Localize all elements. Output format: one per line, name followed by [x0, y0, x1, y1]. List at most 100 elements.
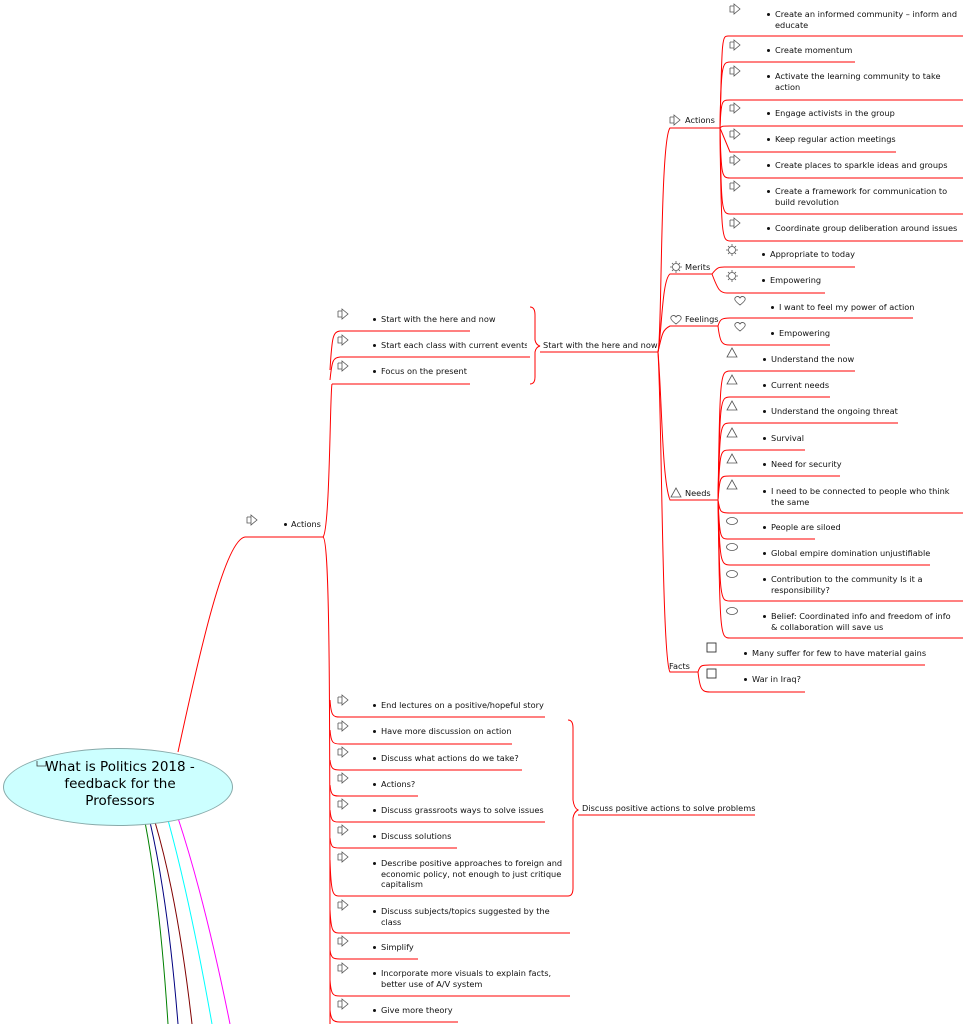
node-needs-6[interactable]: I need to be connected to people who thi…	[771, 486, 950, 507]
node-feelings-2[interactable]: Empowering	[779, 328, 831, 338]
node-other-3[interactable]: Incorporate more visuals to explain fact…	[381, 968, 552, 989]
node-actions-4[interactable]: Engage activists in the group	[775, 108, 895, 118]
node-actions-8[interactable]: Coordinate group deliberation around iss…	[775, 223, 958, 233]
node-here-now-1[interactable]: Start with the here and now	[381, 314, 496, 324]
node-positive-6[interactable]: Discuss solutions	[381, 831, 452, 841]
arrow-icon	[729, 128, 741, 140]
node-needs-10[interactable]: Belief: Coordinated info and freedom of …	[771, 611, 951, 632]
node-positive-5[interactable]: Discuss grassroots ways to solve issues	[381, 805, 544, 815]
bullet	[767, 164, 771, 168]
node-other-1[interactable]: Discuss subjects/topics suggested by the…	[381, 906, 550, 927]
node-needs-9[interactable]: Contribution to the community Is it a re…	[771, 574, 923, 595]
node-needs-3[interactable]: Understand the ongoing threat	[771, 406, 898, 416]
arrow-icon	[337, 360, 349, 372]
bullet	[373, 835, 377, 839]
triangle-icon	[670, 487, 682, 498]
node-actions-1[interactable]: Create an informed community – inform an…	[775, 9, 958, 30]
node-facts-1[interactable]: Many suffer for few to have material gai…	[752, 648, 927, 658]
arrow-icon	[729, 65, 741, 77]
arrow-icon	[337, 899, 349, 911]
arrow-icon	[337, 334, 349, 346]
triangle-icon	[726, 479, 738, 490]
arrow-icon	[337, 720, 349, 732]
arrow-icon	[729, 39, 741, 51]
sun-icon	[670, 261, 682, 273]
node-actions-7[interactable]: Create a framework for communication to …	[775, 186, 948, 207]
bullet	[373, 783, 377, 787]
checkbox-icons	[706, 642, 717, 679]
bullet	[762, 253, 766, 257]
node-other-2[interactable]: Simplify	[381, 942, 414, 952]
bullet	[767, 49, 771, 53]
arrow-icon	[729, 154, 741, 166]
node-facts-2[interactable]: War in Iraq?	[752, 674, 801, 684]
ellipse-icons	[726, 517, 738, 615]
arrow-icon	[669, 114, 681, 126]
node-actions-3[interactable]: Activate the learning community to take …	[775, 71, 941, 92]
arrow-icon	[729, 180, 741, 192]
arrow-icon	[729, 3, 741, 15]
bullet	[284, 523, 288, 527]
node-merits-1[interactable]: Appropriate to today	[770, 249, 855, 259]
node-actions-6[interactable]: Create places to sparkle ideas and group…	[775, 160, 948, 170]
feelings-label[interactable]: Feelings	[685, 314, 719, 324]
ellipse-icon	[726, 517, 738, 525]
node-positive-3[interactable]: Discuss what actions do we take?	[381, 753, 519, 763]
actions-label[interactable]: Actions	[685, 115, 715, 125]
bullet	[373, 318, 377, 322]
node-here-now-3[interactable]: Focus on the present	[381, 366, 467, 376]
ellipse-icon	[726, 570, 738, 578]
sun-icon	[726, 244, 738, 256]
bullet	[767, 190, 771, 194]
here-now-label[interactable]: Start with the here and now	[543, 340, 658, 350]
bullet	[373, 370, 377, 374]
checkbox-icon	[706, 668, 717, 679]
node-feelings-1[interactable]: I want to feel my power of action	[779, 302, 915, 312]
bullet	[763, 437, 767, 441]
node-here-now-2[interactable]: Start each class with current events	[381, 340, 527, 350]
needs-label[interactable]: Needs	[685, 488, 711, 498]
node-merits-2[interactable]: Empowering	[770, 275, 822, 285]
bullet	[744, 678, 748, 682]
checkbox-icon	[706, 642, 717, 653]
triangle-icon	[726, 400, 738, 411]
node-actions-5[interactable]: Keep regular action meetings	[775, 134, 896, 144]
positive-label[interactable]: Discuss positive actions to solve proble…	[582, 803, 756, 813]
node-positive-7[interactable]: Describe positive approaches to foreign …	[381, 858, 563, 889]
arrow-icon	[337, 935, 349, 947]
node-needs-2[interactable]: Current needs	[771, 380, 830, 390]
bullet	[763, 526, 767, 530]
merits-label[interactable]: Merits	[685, 262, 711, 272]
main-actions-label[interactable]: Actions	[291, 519, 321, 529]
bullet	[763, 463, 767, 467]
root-branch-magenta	[177, 817, 231, 1024]
arrow-icon	[246, 514, 258, 526]
bullet	[373, 809, 377, 813]
bullet	[767, 112, 771, 116]
node-needs-8[interactable]: Global empire domination unjustifiable	[771, 548, 931, 558]
root-branch-green	[144, 821, 169, 1024]
node-needs-7[interactable]: People are siloed	[771, 522, 841, 532]
node-needs-1[interactable]: Understand the now	[771, 354, 855, 364]
arrow-icon	[337, 798, 349, 810]
arrow-icon	[337, 694, 349, 706]
node-positive-4[interactable]: Actions?	[381, 779, 416, 789]
bullet	[763, 490, 767, 494]
heart-icons	[670, 296, 746, 332]
arrow-icon	[337, 746, 349, 758]
node-positive-2[interactable]: Have more discussion on action	[381, 726, 512, 736]
heart-icon	[670, 315, 682, 325]
arrow-icon	[337, 824, 349, 836]
heart-icon	[734, 322, 746, 332]
bullet	[763, 358, 767, 362]
root-node[interactable]	[3, 748, 233, 826]
sun-icon	[726, 270, 738, 282]
facts-label[interactable]: Facts	[669, 661, 690, 671]
bullet	[767, 227, 771, 231]
node-positive-1[interactable]: End lectures on a positive/hopeful story	[381, 700, 544, 710]
node-actions-2[interactable]: Create momentum	[775, 45, 853, 55]
node-other-4[interactable]: Give more theory	[381, 1005, 453, 1015]
node-needs-5[interactable]: Need for security	[771, 459, 842, 469]
node-needs-4[interactable]: Survival	[771, 433, 805, 443]
triangle-icon	[726, 453, 738, 464]
